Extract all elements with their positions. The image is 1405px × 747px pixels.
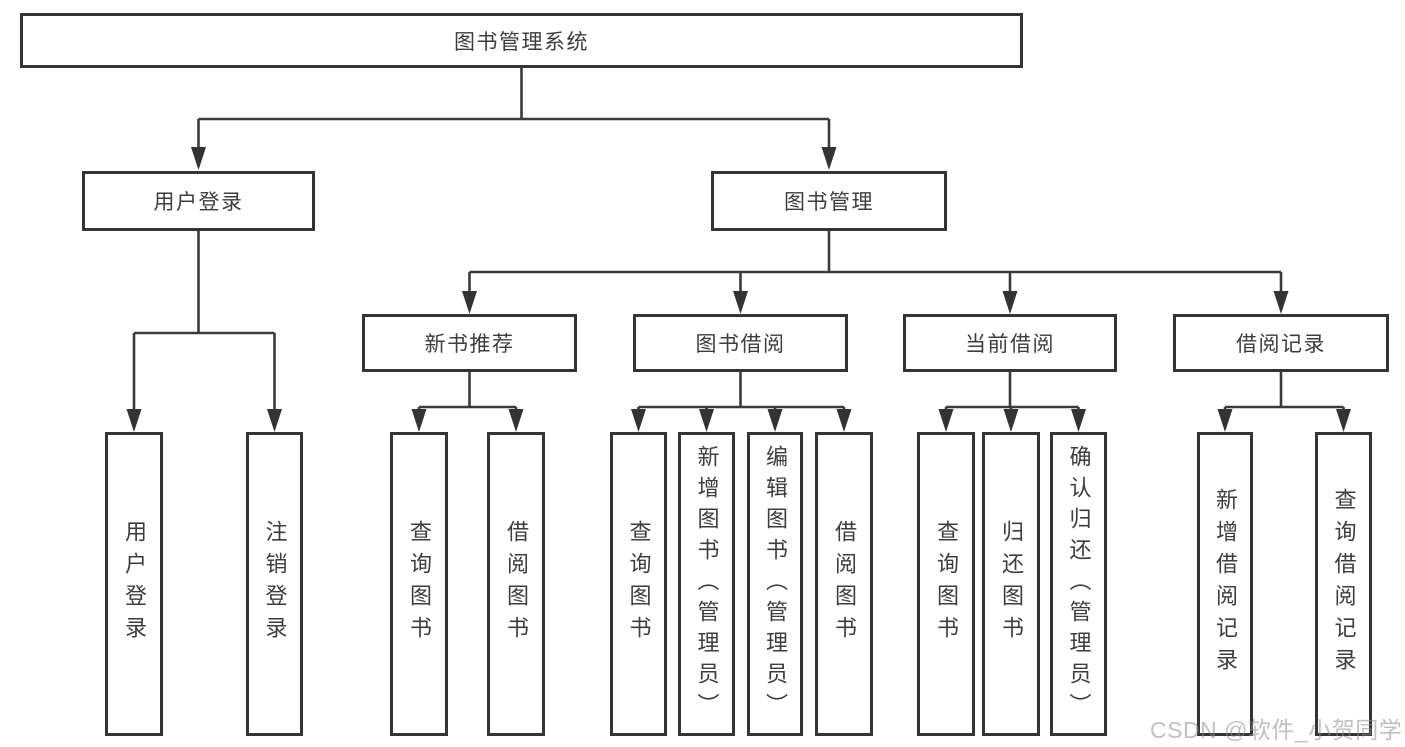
node-label: 查询借阅记录: [1331, 488, 1357, 680]
leaf-add-borrow-record: 新增借阅记录: [1197, 432, 1253, 736]
node-book-borrow: 图书借阅: [633, 314, 848, 372]
node-label: 新书推荐: [424, 333, 515, 356]
node-label: 用户登录: [122, 520, 147, 648]
node-current-borrow: 当前借阅: [903, 314, 1117, 372]
csdn-watermark: CSDN @软件_小贺同学: [1150, 717, 1403, 743]
node-label: 查询图书: [626, 520, 652, 648]
branch-new-book-recommend: [411, 372, 524, 432]
node-label: 确认归还（管理员）: [1066, 444, 1092, 724]
node-label: 新增借阅记录: [1213, 488, 1238, 680]
node-label: 图书借阅: [695, 333, 786, 356]
node-book-management: 图书管理: [711, 171, 947, 231]
node-label: 当前借阅: [965, 333, 1055, 356]
node-new-book-recommend: 新书推荐: [362, 314, 577, 372]
node-label: 查询图书: [407, 520, 432, 648]
leaf-add-books-admin: 新增图书（管理员）: [678, 432, 735, 736]
leaf-borrow-books: 借阅图书: [815, 432, 873, 736]
node-label: 注销登录: [262, 520, 288, 648]
leaf-logout: 注销登录: [246, 432, 303, 736]
node-user-login: 用户登录: [82, 171, 315, 231]
branch-current-borrow: [938, 372, 1086, 432]
node-label: 借阅图书: [832, 520, 857, 648]
leaf-user-login: 用户登录: [105, 432, 163, 736]
branch-user-login: [126, 231, 282, 432]
node-library-management-system: 图书管理系统: [20, 13, 1023, 68]
leaf-query-books-recommend: 查询图书: [390, 432, 448, 736]
branch-book-borrow: [631, 372, 852, 432]
leaf-query-borrow-record: 查询借阅记录: [1315, 432, 1372, 736]
leaf-confirm-return-admin: 确认归还（管理员）: [1050, 432, 1107, 736]
node-label: 归还图书: [999, 520, 1024, 648]
node-label: 借阅图书: [504, 520, 529, 648]
branch-borrow-record: [1217, 372, 1351, 432]
leaf-return-books: 归还图书: [982, 432, 1040, 736]
node-label: 新增图书（管理员）: [694, 444, 720, 724]
leaf-query-books-borrow: 查询图书: [610, 432, 667, 736]
node-label: 用户登录: [153, 191, 244, 214]
branch-book-management: [462, 231, 1289, 314]
node-label: 借阅记录: [1236, 333, 1326, 356]
node-borrow-record: 借阅记录: [1173, 314, 1389, 372]
node-label: 编辑图书（管理员）: [763, 444, 788, 724]
leaf-query-books-current: 查询图书: [917, 432, 975, 736]
branch-root: [191, 68, 837, 170]
node-label: 图书管理系统: [454, 30, 589, 54]
leaf-edit-books-admin: 编辑图书（管理员）: [747, 432, 803, 736]
node-label: 图书管理: [784, 191, 874, 214]
node-label: 查询图书: [934, 520, 959, 648]
leaf-borrow-books-recommend: 借阅图书: [487, 432, 545, 736]
